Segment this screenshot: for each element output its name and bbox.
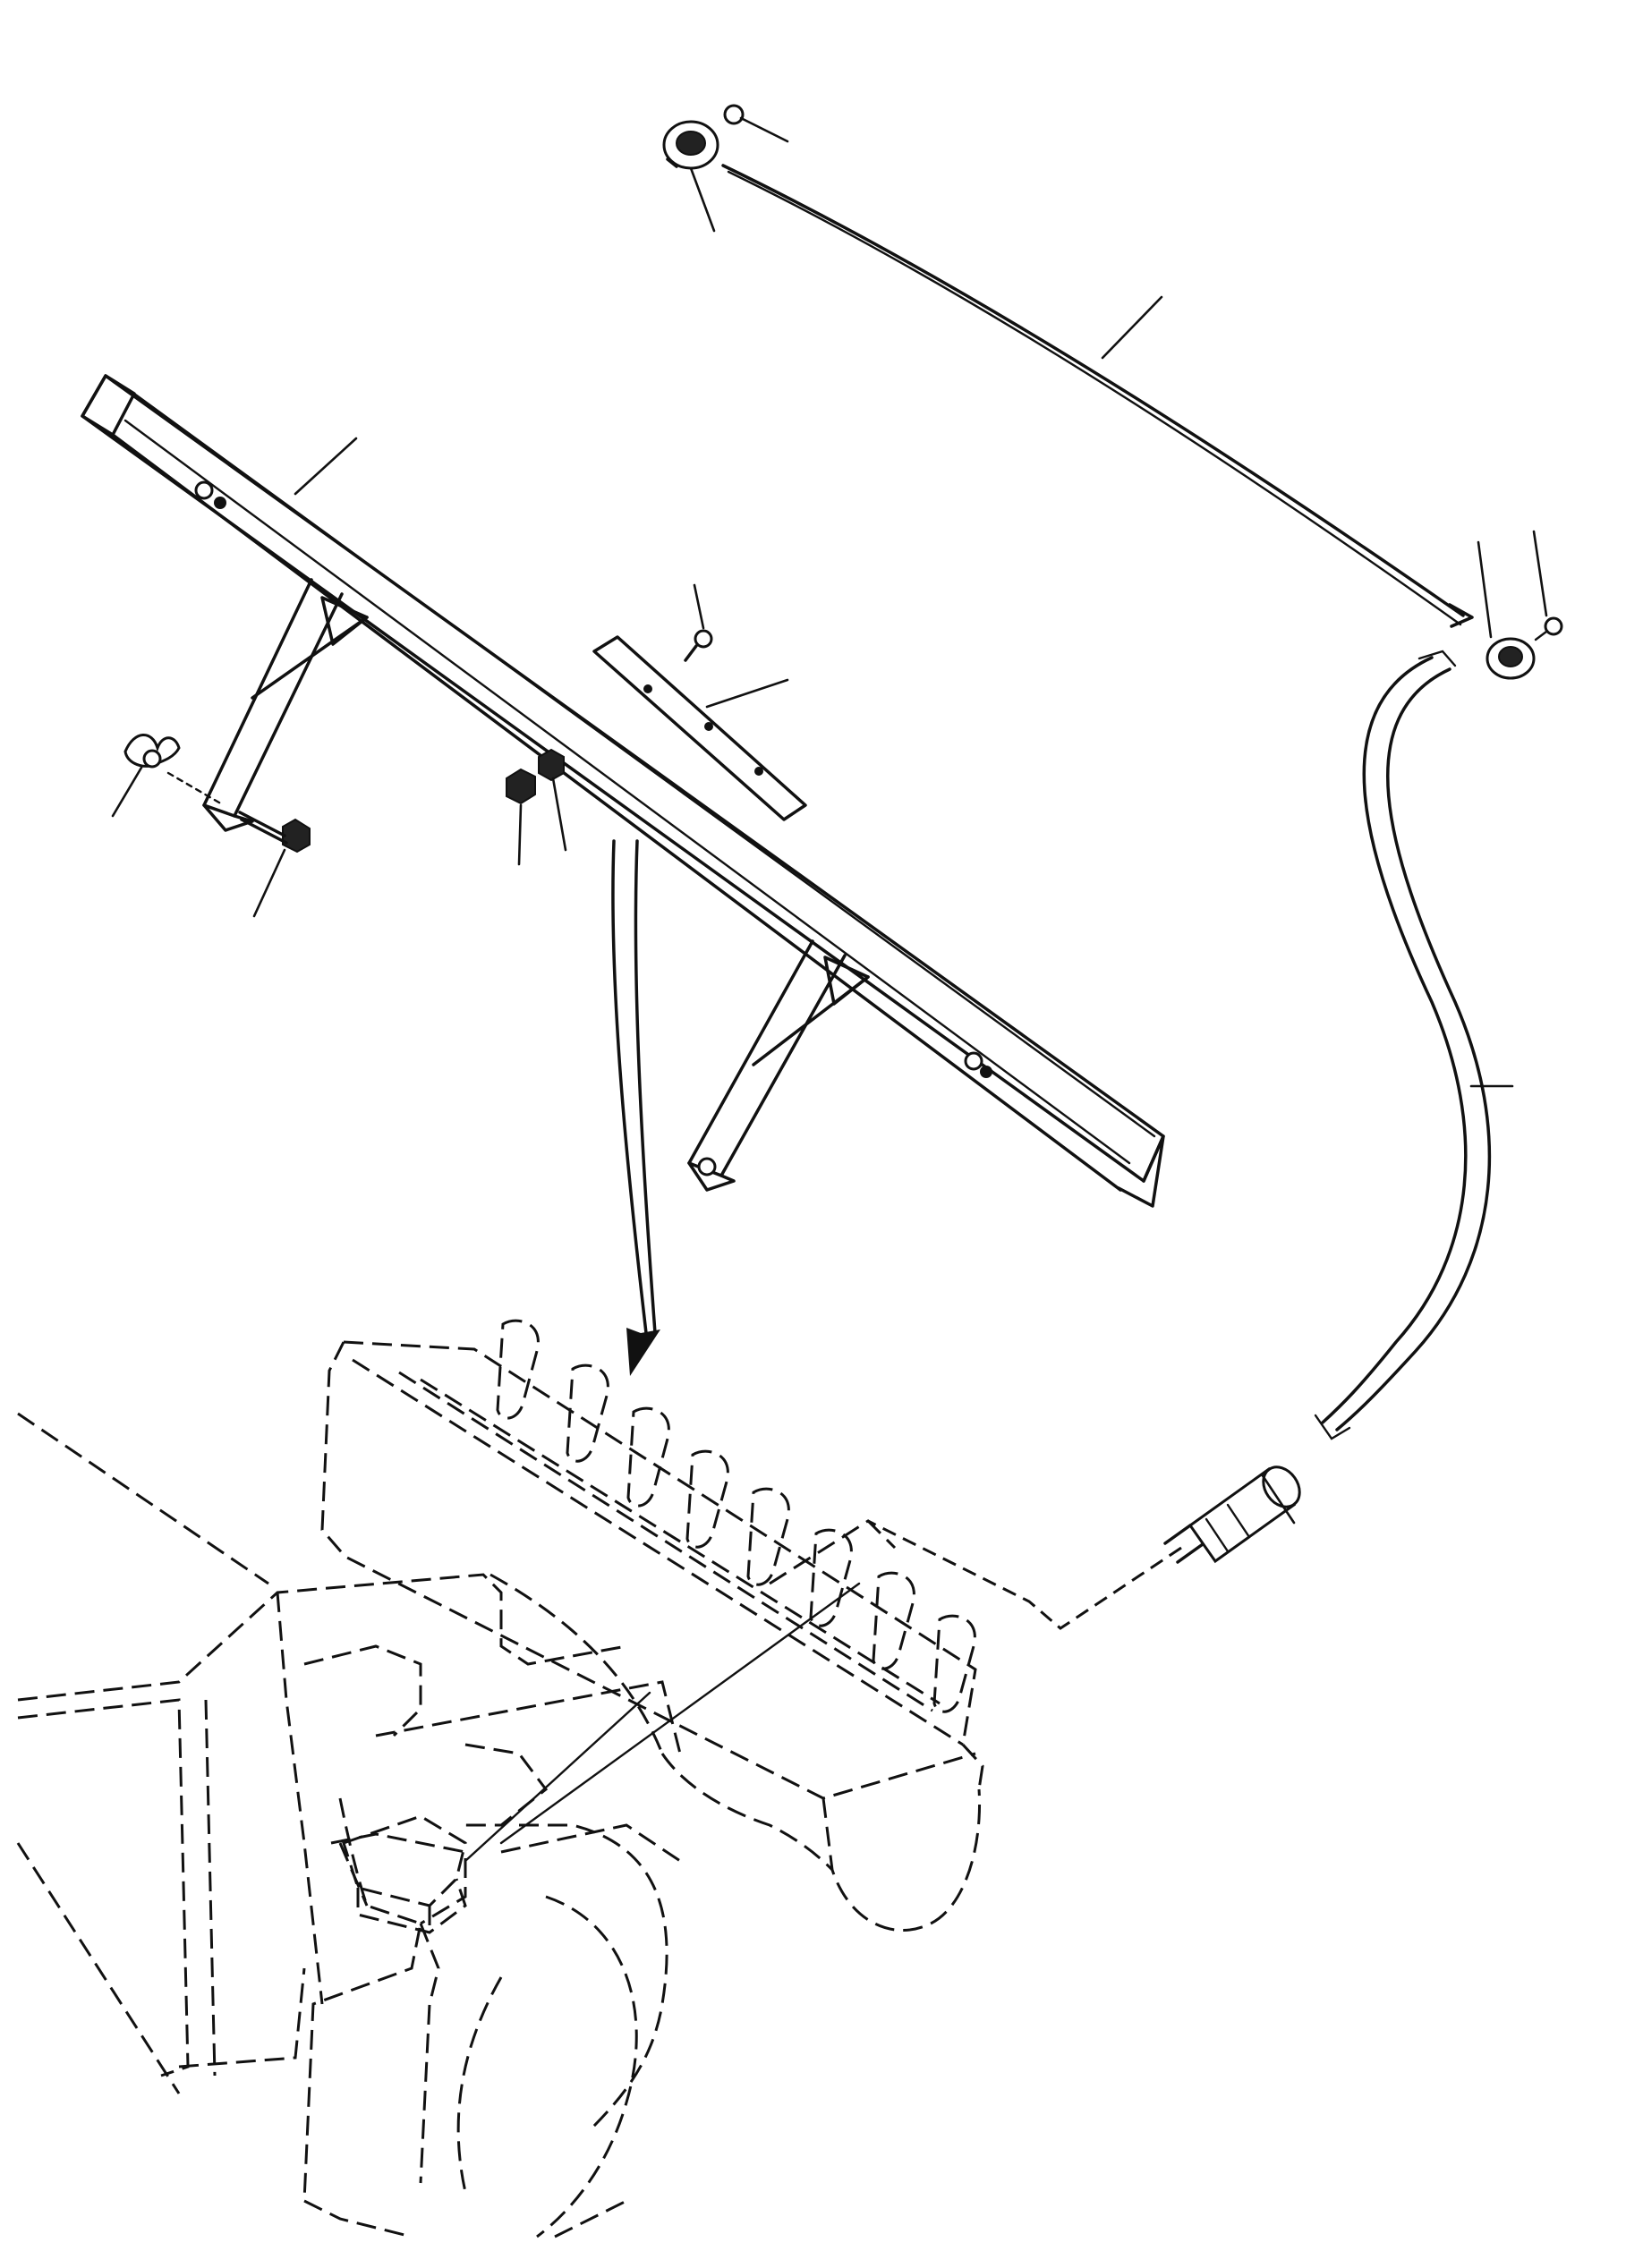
right-connector: [1486, 616, 1563, 680]
nut-left: [506, 768, 536, 805]
wing-nut: [123, 734, 226, 807]
plate-screw: [684, 629, 713, 662]
loader-frame-phantom: [16, 1412, 682, 2238]
callout-leaders: [111, 116, 1548, 1525]
upper-cable: [721, 164, 1465, 617]
install-arrow: [611, 839, 660, 1376]
guide-bar: [81, 374, 1165, 1208]
left-leg: [202, 578, 369, 832]
plug-connector: [1163, 1465, 1301, 1564]
lower-cable-assembly: [867, 650, 1492, 1630]
upper-connector-left: [662, 104, 745, 170]
bucket-teeth: [496, 1319, 976, 1713]
plug-routing-line: [867, 1519, 1182, 1630]
nut-right: [538, 748, 565, 782]
bucket-phantom: [320, 1340, 984, 1932]
lower-cable: [1321, 656, 1468, 1424]
plate: [592, 635, 807, 821]
mounting-bracket-phantom: [342, 1582, 861, 1934]
upper-cable-assembly: [662, 104, 1563, 680]
right-leg: [687, 939, 870, 1192]
bolt: [238, 811, 311, 854]
